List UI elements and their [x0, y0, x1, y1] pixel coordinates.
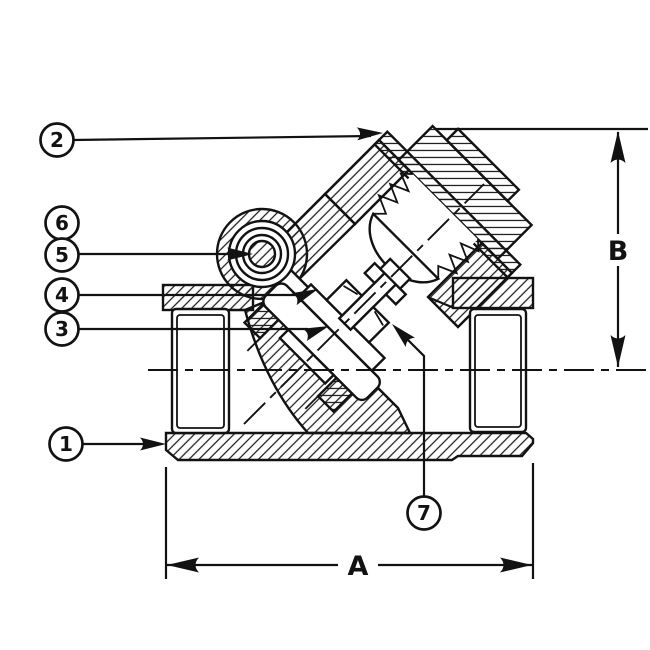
callout-1: 1	[48, 426, 84, 462]
cap-threads-right	[437, 239, 480, 279]
leader-3	[78, 319, 332, 342]
leaders	[72, 126, 426, 497]
leader-7	[387, 319, 426, 497]
svg-text:1: 1	[59, 432, 73, 456]
svg-text:6: 6	[55, 211, 69, 235]
callout-4: 4	[44, 277, 80, 313]
callout-3: 3	[44, 311, 80, 347]
svg-text:4: 4	[55, 283, 69, 307]
dimension-b: B	[436, 127, 648, 367]
bonnet-cap	[368, 124, 534, 284]
svg-text:7: 7	[417, 501, 431, 525]
svg-text:3: 3	[55, 317, 69, 341]
disc-nut-left	[324, 278, 364, 318]
callout-7: 7	[406, 495, 442, 531]
threaded-end-left	[170, 307, 250, 435]
leader-2	[72, 126, 384, 142]
body-bottom-wall	[164, 431, 535, 462]
cap-threads-left	[373, 172, 413, 215]
disc-nut-right	[351, 305, 391, 345]
svg-text:5: 5	[55, 243, 69, 267]
leader-1	[82, 437, 166, 451]
leader-5	[78, 247, 253, 261]
body-right-ledge	[451, 276, 535, 310]
callout-6: 6	[44, 205, 80, 241]
centerline-diagonal	[243, 183, 485, 425]
dimension-a: A	[164, 463, 535, 582]
callout-5: 5	[44, 237, 80, 273]
dimension-a-label: A	[348, 551, 369, 582]
dimension-b-label: B	[608, 236, 629, 267]
disc-assembly	[255, 248, 412, 402]
cap-head-crown	[445, 127, 521, 203]
hinge-pin	[227, 219, 297, 289]
leader-4	[78, 283, 321, 306]
callout-2: 2	[39, 122, 75, 158]
svg-text:2: 2	[50, 128, 64, 152]
